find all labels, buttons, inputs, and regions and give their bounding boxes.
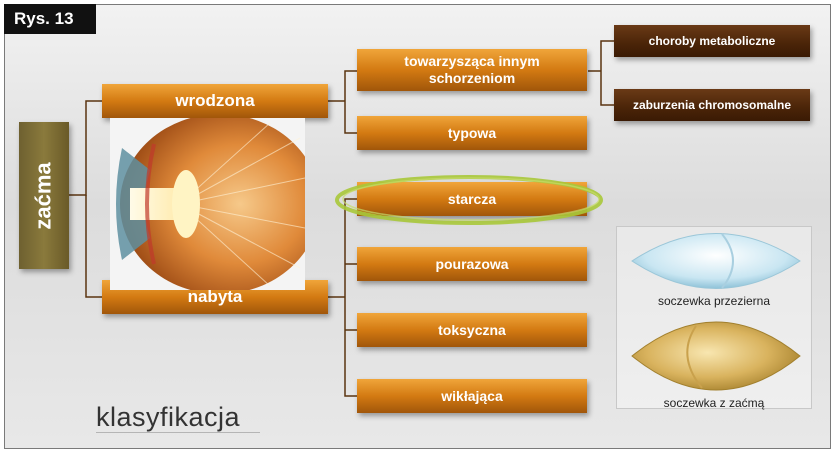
connector-congenital-branch	[328, 71, 357, 133]
highlight-ellipse	[332, 172, 606, 228]
node-typical: typowa	[357, 116, 587, 150]
cataract-lens-illustration	[626, 316, 806, 396]
connector-root-congenital	[69, 101, 102, 195]
clear-lens-label: soczewka przezierna	[624, 294, 804, 308]
title-underline	[96, 432, 260, 433]
figure-label: Rys. 13	[4, 4, 96, 34]
diagram-title: klasyfikacja	[96, 402, 240, 433]
node-chromosomal-disorders: zaburzenia chromosomalne	[614, 89, 810, 121]
node-complicated: wikłająca	[357, 379, 587, 413]
node-traumatic: pourazowa	[357, 247, 587, 281]
node-associated-other-diseases: towarzysząca innym schorzeniom	[357, 49, 587, 91]
node-toxic: toksyczna	[357, 313, 587, 347]
clear-lens-illustration	[626, 228, 806, 294]
eye-cross-section-illustration	[110, 118, 305, 290]
cataract-lens-label: soczewka z zaćmą	[624, 396, 804, 410]
root-node-cataract: zaćma	[19, 122, 69, 269]
connector-acquired-branch	[328, 199, 357, 396]
node-congenital: wrodzona	[102, 84, 328, 118]
root-label: zaćma	[31, 162, 57, 229]
connector-associated-branch	[588, 41, 614, 105]
connector-root-acquired	[86, 195, 102, 297]
node-metabolic-diseases: choroby metaboliczne	[614, 25, 810, 57]
